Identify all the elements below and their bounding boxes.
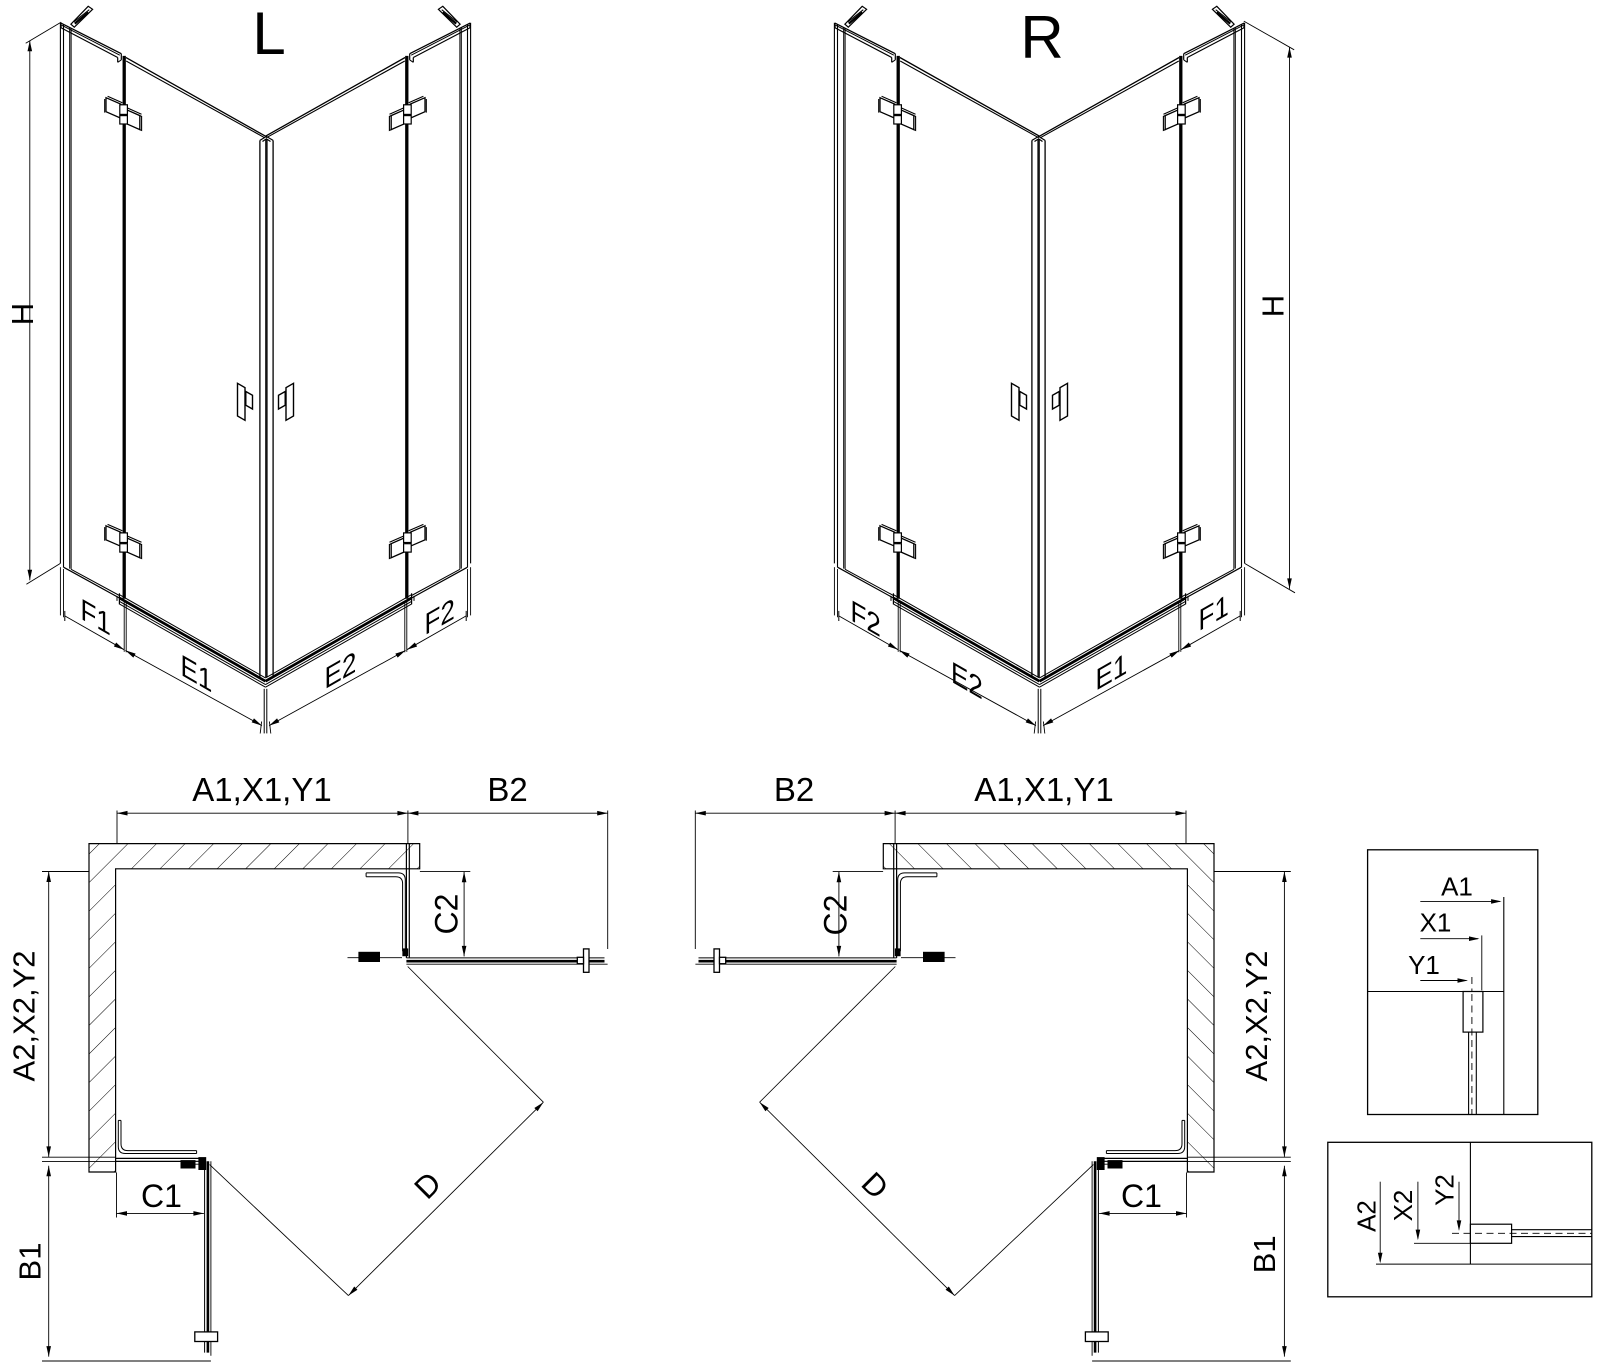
svg-text:X1: X1 (1420, 908, 1452, 938)
svg-text:B1: B1 (13, 1243, 48, 1281)
svg-text:Y2: Y2 (1430, 1174, 1460, 1206)
svg-text:A2,X2,Y2: A2,X2,Y2 (7, 951, 42, 1082)
svg-text:H: H (5, 303, 40, 325)
svg-text:C2: C2 (818, 895, 854, 936)
svg-text:B2: B2 (774, 771, 814, 808)
svg-text:A2,X2,Y2: A2,X2,Y2 (1239, 951, 1274, 1082)
svg-text:C2: C2 (429, 894, 465, 935)
svg-text:X2: X2 (1388, 1190, 1418, 1222)
svg-text:H: H (1256, 295, 1291, 317)
svg-text:R: R (1020, 4, 1063, 71)
svg-text:A1: A1 (1441, 872, 1473, 902)
svg-text:B1: B1 (1247, 1235, 1282, 1273)
svg-text:C1: C1 (1121, 1178, 1162, 1214)
svg-text:B2: B2 (487, 771, 527, 808)
svg-text:A2: A2 (1352, 1200, 1382, 1232)
svg-text:A1,X1,Y1: A1,X1,Y1 (192, 771, 331, 808)
svg-text:L: L (252, 0, 285, 67)
svg-text:A1,X1,Y1: A1,X1,Y1 (974, 771, 1113, 808)
svg-text:C1: C1 (141, 1178, 182, 1214)
svg-text:Y1: Y1 (1408, 950, 1440, 980)
